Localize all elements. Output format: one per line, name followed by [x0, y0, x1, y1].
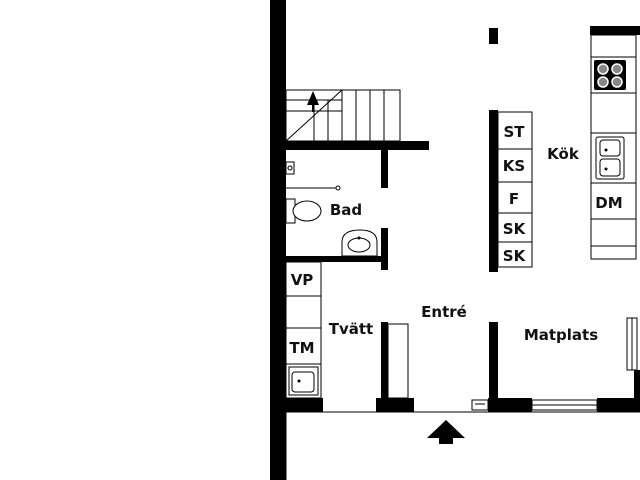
fixture-label-tm: TM — [289, 339, 314, 357]
room-label-tvatt: Tvätt — [329, 320, 373, 338]
front-door-threshold — [471, 399, 489, 411]
south-wall-west-a — [286, 398, 323, 412]
south-wall-west-b — [376, 398, 414, 412]
stove-icon — [594, 60, 626, 90]
laundry-sink-icon — [288, 366, 319, 396]
walls — [270, 0, 640, 480]
bathroom-fixtures — [285, 161, 378, 257]
fixture-label-st: ST — [503, 123, 525, 141]
west-outer-wall — [270, 0, 286, 480]
laundry-east-wall — [381, 322, 388, 400]
north-east-wall — [590, 26, 640, 35]
partition-top-stub — [489, 28, 498, 44]
east-window — [626, 317, 638, 371]
fixture-label-sk-2: SK — [503, 247, 527, 265]
south-wall-mid — [488, 398, 532, 412]
fixture-label-ks: KS — [503, 157, 525, 175]
arrow-up-icon — [427, 420, 465, 444]
room-label-bad: Bad — [330, 201, 362, 219]
stair-bottom-wall — [286, 141, 429, 150]
fixture-label-vp: VP — [291, 271, 314, 289]
south-window — [531, 399, 598, 411]
fixture-label-dm: DM — [595, 194, 622, 212]
bath-east-wall-upper — [381, 150, 388, 188]
entry-closet — [387, 323, 409, 399]
fixture-label-sk-1: SK — [503, 220, 527, 238]
partition-kitchen — [489, 110, 498, 272]
bath-south-wall — [286, 256, 385, 262]
toilet-icon — [285, 198, 322, 224]
fixture-label-f: F — [509, 190, 519, 208]
staircase — [285, 89, 401, 142]
stair-direction-arrow-icon — [307, 91, 319, 105]
south-wall-east — [597, 398, 640, 412]
kitchen-cabinets — [497, 111, 533, 268]
kitchen-counter — [590, 34, 637, 260]
room-label-kok: Kök — [547, 145, 580, 163]
kitchen-sink-icon — [595, 136, 625, 180]
washbasin-icon — [341, 229, 378, 257]
partition-dining — [489, 322, 498, 400]
room-label-entre: Entré — [421, 303, 467, 321]
east-wall-lower — [634, 370, 640, 400]
bath-east-wall-lower — [381, 228, 388, 270]
room-label-matplats: Matplats — [524, 326, 598, 344]
laundry-fixtures — [285, 261, 322, 399]
